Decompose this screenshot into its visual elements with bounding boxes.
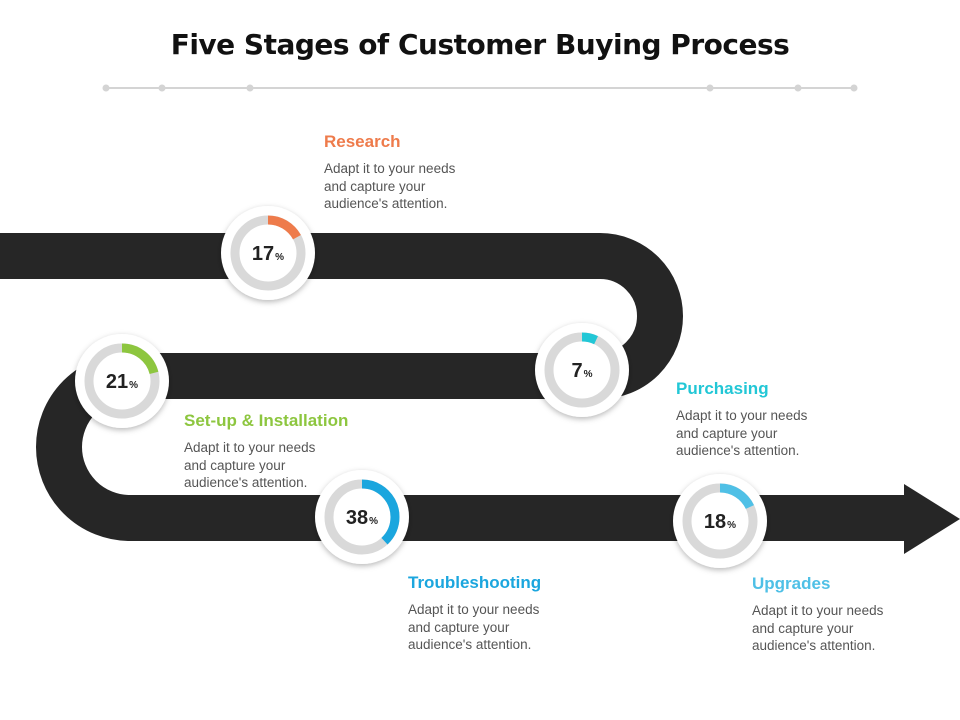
stage-description-research: Adapt it to your needs and capture your … xyxy=(324,161,456,211)
stage-description-purchasing: Adapt it to your needs and capture your … xyxy=(676,408,808,458)
stage-research: Research Adapt it to your needs and capt… xyxy=(324,132,494,213)
stage-description-setup-installation: Adapt it to your needs and capture your … xyxy=(184,440,316,490)
stage-description-upgrades: Adapt it to your needs and capture your … xyxy=(752,603,884,653)
ring-progress-arc xyxy=(682,483,758,559)
stage-heading-research: Research xyxy=(324,132,401,151)
path-arrowhead xyxy=(904,484,960,554)
percent-ring-setup-installation: 21% xyxy=(75,334,169,428)
percent-ring-research: 17% xyxy=(221,206,315,300)
ring-percent-label: 18% xyxy=(704,511,736,533)
ring-progress-arc xyxy=(84,343,160,419)
page-title: Five Stages of Customer Buying Process xyxy=(170,28,790,61)
stage-heading-setup-installation: Set-up & Installation xyxy=(184,411,349,430)
percent-ring-purchasing: 7% xyxy=(535,323,629,417)
percent-ring-troubleshooting: 38% xyxy=(315,470,409,564)
ring-progress-arc xyxy=(230,215,306,291)
stage-heading-upgrades: Upgrades xyxy=(752,574,831,593)
title-divider xyxy=(102,84,858,92)
stage-upgrades: Upgrades Adapt it to your needs and capt… xyxy=(752,574,922,655)
stage-troubleshooting: Troubleshooting Adapt it to your needs a… xyxy=(408,573,578,654)
ring-progress-arc xyxy=(324,479,400,555)
ring-percent-label: 17% xyxy=(252,243,284,265)
ring-percent-label: 38% xyxy=(346,507,378,529)
ring-percent-label: 21% xyxy=(106,371,138,393)
stage-purchasing: Purchasing Adapt it to your needs and ca… xyxy=(676,379,846,460)
percent-ring-upgrades: 18% xyxy=(673,474,767,568)
stage-heading-purchasing: Purchasing xyxy=(676,379,769,398)
stage-description-troubleshooting: Adapt it to your needs and capture your … xyxy=(408,602,540,652)
stage-heading-troubleshooting: Troubleshooting xyxy=(408,573,542,592)
ring-percent-label: 7% xyxy=(571,360,592,382)
ring-progress-arc xyxy=(544,332,620,408)
stage-setup-installation: Set-up & Installation Adapt it to your n… xyxy=(184,411,354,492)
